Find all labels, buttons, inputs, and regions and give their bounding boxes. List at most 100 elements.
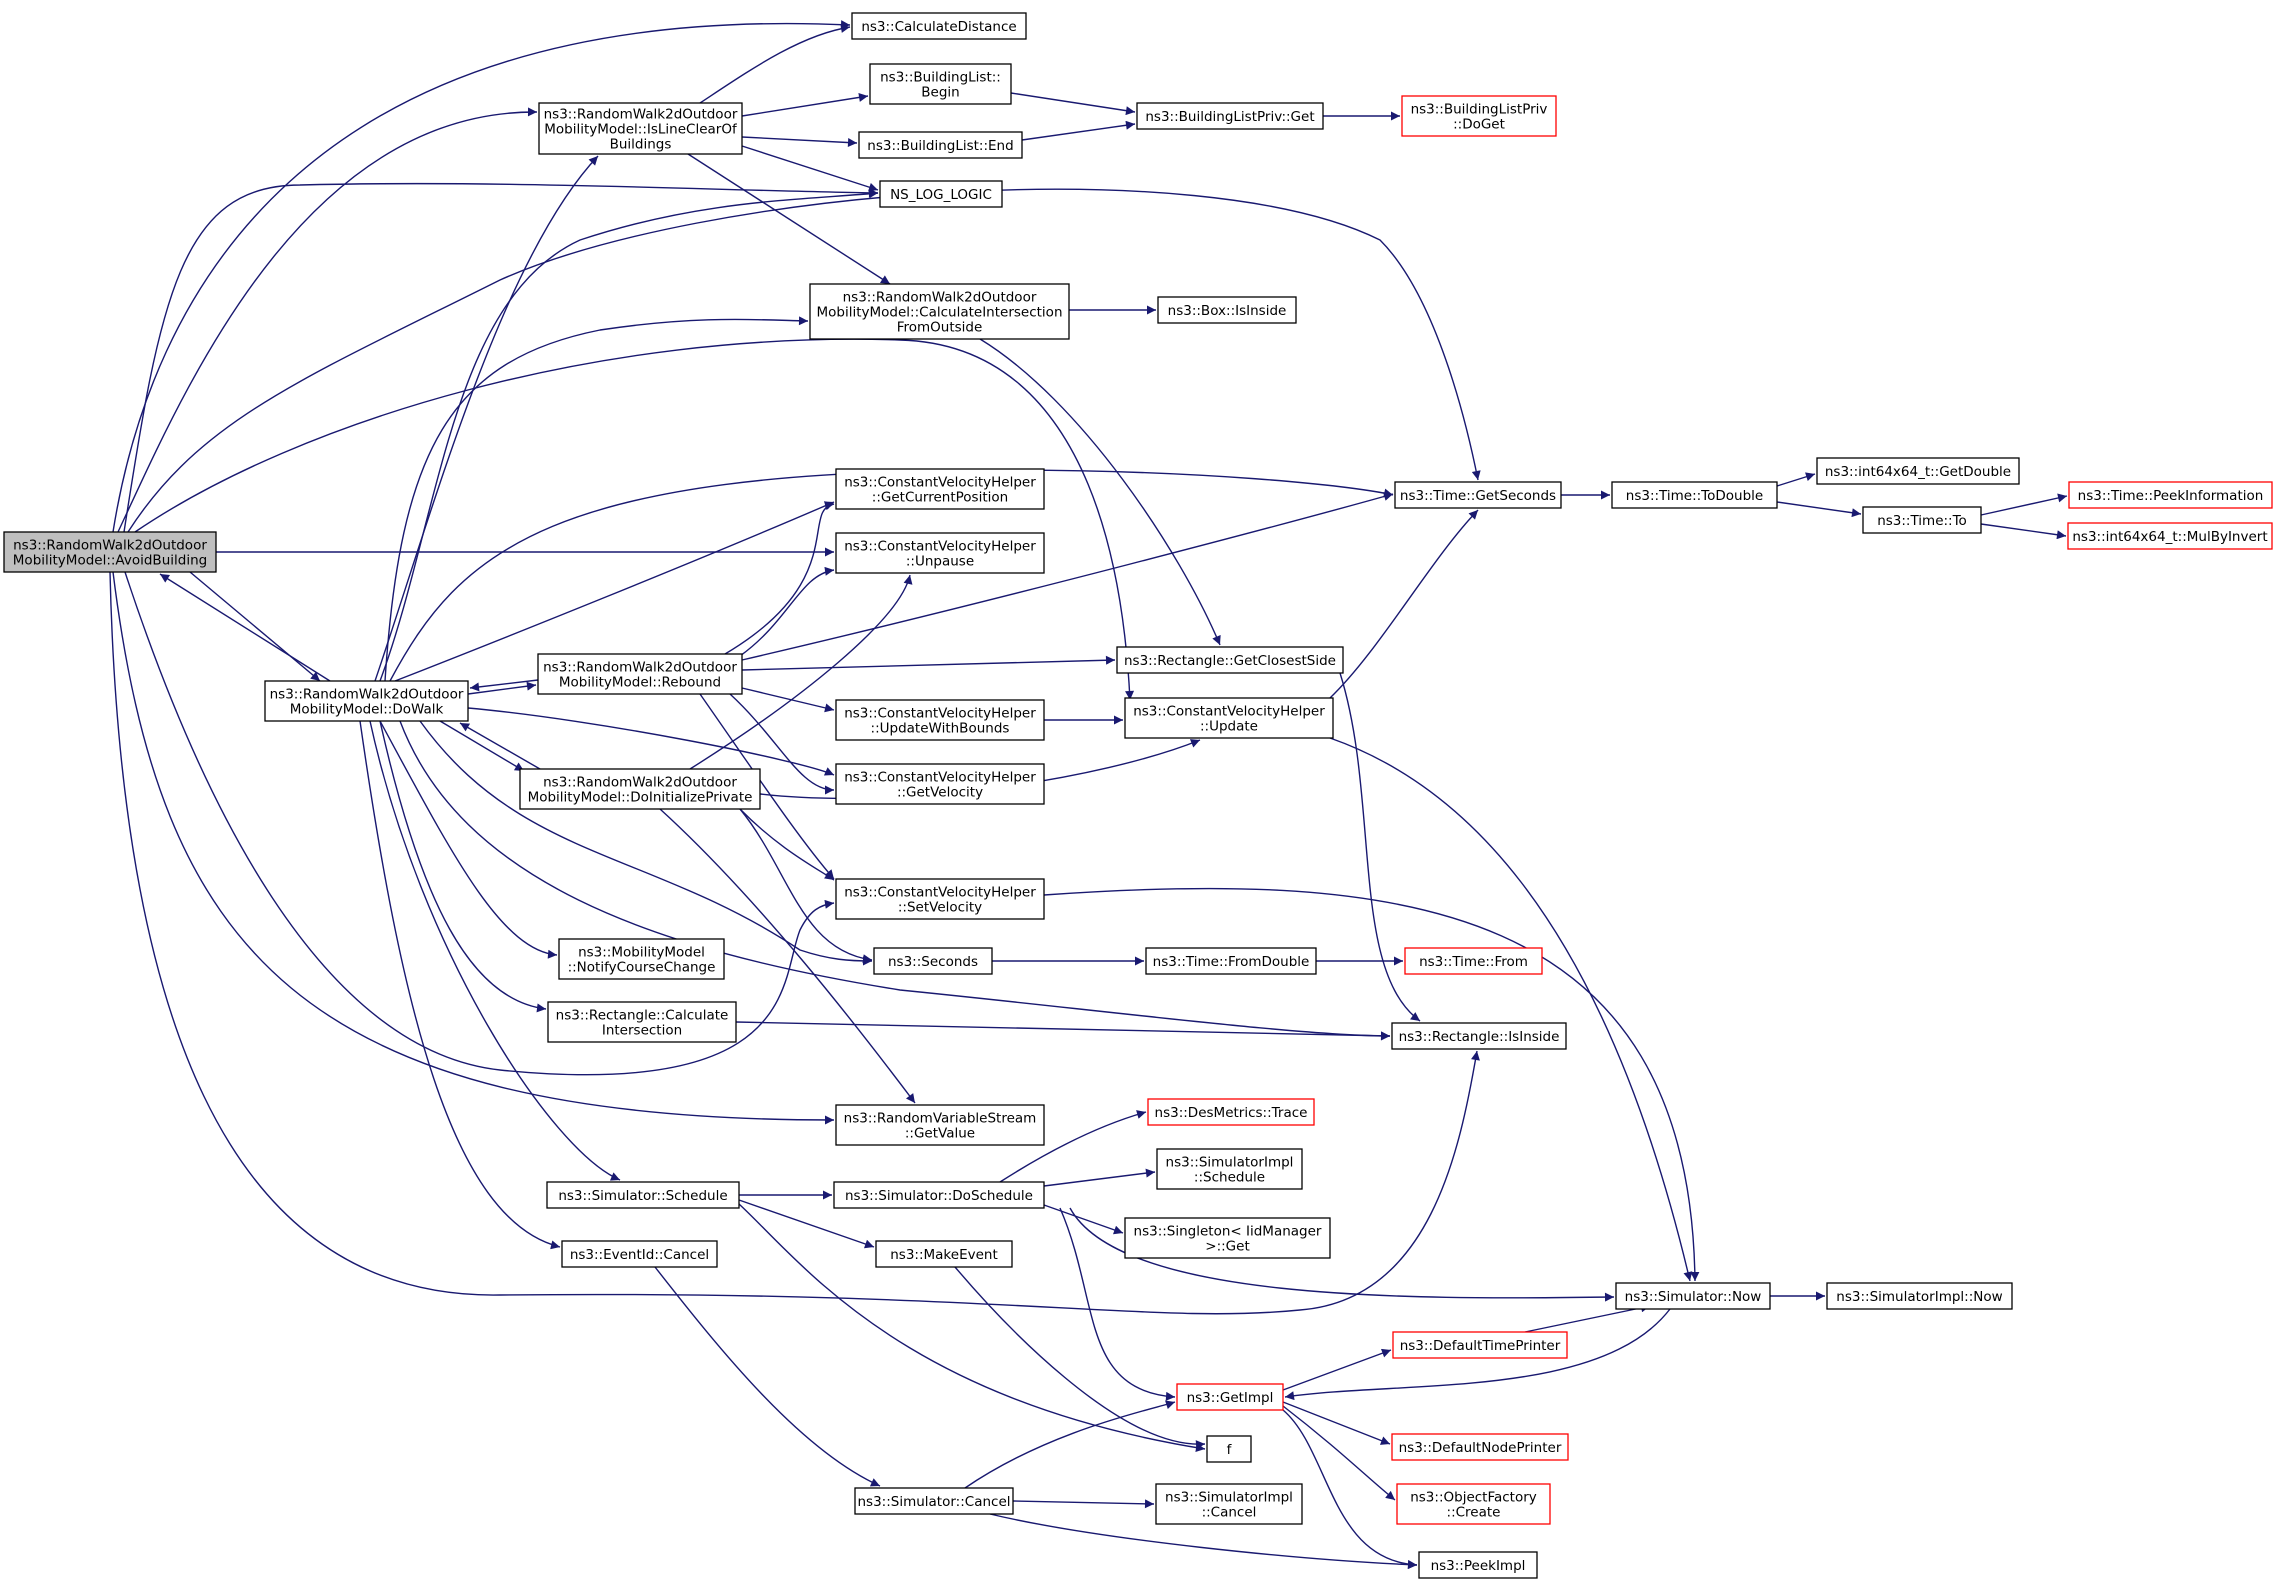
call-edge-avoid-to-getseconds xyxy=(127,188,1481,533)
node-label-line: ::UpdateWithBounds xyxy=(871,721,1010,737)
graph-node-calcinter[interactable]: ns3::RandomWalk2dOutdoorMobilityModel::C… xyxy=(809,283,1070,340)
call-edge-simnow-to-getimpl xyxy=(1284,1308,1671,1401)
call-edge-todouble-to-timeto xyxy=(1776,501,1862,518)
graph-node-peekinfo[interactable]: ns3::Time::PeekInformation xyxy=(2068,481,2273,509)
graph-node-objfactory[interactable]: ns3::ObjectFactory::Create xyxy=(1396,1483,1551,1525)
call-edge-dowalk-to-getcurpos xyxy=(394,501,835,682)
graph-node-fromdouble[interactable]: ns3::Time::FromDouble xyxy=(1145,947,1317,975)
graph-node-updbounds[interactable]: ns3::ConstantVelocityHelper::UpdateWithB… xyxy=(835,699,1045,741)
call-edge-schedule-to-f xyxy=(738,1203,1206,1453)
call-edge-todouble-to-getdouble xyxy=(1776,472,1816,487)
graph-node-nslog[interactable]: NS_LOG_LOGIC xyxy=(879,180,1003,208)
node-label-line: MobilityModel::DoWalk xyxy=(290,702,444,718)
graph-node-calcdist[interactable]: ns3::CalculateDistance xyxy=(851,12,1027,40)
graph-node-getseconds[interactable]: ns3::Time::GetSeconds xyxy=(1394,481,1562,509)
node-label-line: ns3::ConstantVelocityHelper xyxy=(844,539,1036,555)
call-edge-cvupdate-to-simnow xyxy=(1329,737,1693,1282)
call-edge-dowalk-to-rebound xyxy=(467,681,537,695)
node-label-line: ns3::Time::PeekInformation xyxy=(2078,488,2264,504)
call-edge-rectcalc-to-rectinside xyxy=(735,1021,1391,1041)
node-box xyxy=(879,180,1003,208)
call-edge-avoid-to-cvupdate xyxy=(134,338,1135,701)
call-edge-dowalk-to-schedule xyxy=(369,720,621,1181)
call-edge-doinit-to-getvalue xyxy=(659,808,916,1104)
graph-node-getvalue[interactable]: ns3::RandomVariableStream::GetValue xyxy=(835,1104,1045,1146)
graph-node-dowalk[interactable]: ns3::RandomWalk2dOutdoorMobilityModel::D… xyxy=(264,680,469,722)
graph-node-deftimeprinter[interactable]: ns3::DefaultTimePrinter xyxy=(1392,1331,1568,1359)
graph-node-boxinside[interactable]: ns3::Box::IsInside xyxy=(1157,296,1297,324)
graph-node-getvel[interactable]: ns3::ConstantVelocityHelper::GetVelocity xyxy=(835,763,1045,805)
graph-node-simimplnow[interactable]: ns3::SimulatorImpl::Now xyxy=(1826,1282,2013,1310)
graph-node-rebound[interactable]: ns3::RandomWalk2dOutdoorMobilityModel::R… xyxy=(537,653,743,695)
graph-node-evcancel[interactable]: ns3::EventId::Cancel xyxy=(561,1240,718,1268)
graph-node-rectcalc[interactable]: ns3::Rectangle::CalculateIntersection xyxy=(547,1001,737,1043)
node-box xyxy=(835,878,1045,920)
graph-node-closestside[interactable]: ns3::Rectangle::GetClosestSide xyxy=(1116,646,1344,674)
graph-node-unpause[interactable]: ns3::ConstantVelocityHelper::Unpause xyxy=(835,532,1045,574)
node-label-line: ns3::BuildingList::End xyxy=(867,138,1013,154)
node-box xyxy=(1155,1483,1303,1525)
node-box xyxy=(809,283,1070,340)
call-edges xyxy=(109,20,2068,1570)
graph-node-cvupdate[interactable]: ns3::ConstantVelocityHelper::Update xyxy=(1124,697,1334,739)
graph-node-timefrom[interactable]: ns3::Time::From xyxy=(1404,947,1543,975)
call-edge-avoid-to-calcdist xyxy=(112,20,851,533)
node-label-line: ns3::MobilityModel xyxy=(578,945,705,961)
graph-node-avoid[interactable]: ns3::RandomWalk2dOutdoorMobilityModel::A… xyxy=(3,531,217,573)
node-label-line: ns3::ConstantVelocityHelper xyxy=(1133,704,1325,720)
call-edge-avoid-to-rectinside xyxy=(109,571,1480,1315)
graph-node-schedule[interactable]: ns3::Simulator::Schedule xyxy=(546,1181,740,1209)
node-label-line: ::DoGet xyxy=(1453,117,1505,133)
node-label-line: ns3::ConstantVelocityHelper xyxy=(844,770,1036,786)
node-label-line: MobilityModel::IsLineClearOf xyxy=(544,122,738,138)
graph-node-mulbyinv[interactable]: ns3::int64x64_t::MulByInvert xyxy=(2067,522,2273,550)
node-label-line: ns3::int64x64_t::MulByInvert xyxy=(2072,529,2267,545)
graph-node-todouble[interactable]: ns3::Time::ToDouble xyxy=(1611,481,1778,509)
node-box xyxy=(1391,1022,1567,1050)
graph-node-setvel[interactable]: ns3::ConstantVelocityHelper::SetVelocity xyxy=(835,878,1045,920)
graph-node-defnodeprinter[interactable]: ns3::DefaultNodePrinter xyxy=(1391,1433,1569,1461)
call-edge-schedule-to-makeevent xyxy=(738,1199,875,1249)
graph-node-blbegin[interactable]: ns3::BuildingList::Begin xyxy=(869,63,1012,105)
graph-node-islineclear[interactable]: ns3::RandomWalk2dOutdoorMobilityModel::I… xyxy=(538,102,743,155)
graph-node-seconds[interactable]: ns3::Seconds xyxy=(873,947,993,975)
call-edge-simcancel-to-peekimpl xyxy=(989,1513,1418,1570)
graph-node-timeto[interactable]: ns3::Time::To xyxy=(1862,506,1982,534)
graph-node-f[interactable]: f xyxy=(1206,1435,1252,1463)
node-label-line: MobilityModel::DoInitializePrivate xyxy=(528,790,753,806)
graph-node-simcancel[interactable]: ns3::Simulator::Cancel xyxy=(854,1487,1014,1515)
graph-node-doinit[interactable]: ns3::RandomWalk2dOutdoorMobilityModel::D… xyxy=(519,768,761,810)
call-edge-timeto-to-mulbyinv xyxy=(1980,523,2067,540)
graph-node-blend[interactable]: ns3::BuildingList::End xyxy=(858,131,1023,159)
graph-node-notify[interactable]: ns3::MobilityModel::NotifyCourseChange xyxy=(558,938,725,980)
graph-node-peekimpl[interactable]: ns3::PeekImpl xyxy=(1418,1551,1538,1579)
graph-node-simnow[interactable]: ns3::Simulator::Now xyxy=(1615,1282,1771,1310)
graph-node-getimpl[interactable]: ns3::GetImpl xyxy=(1176,1383,1284,1411)
graph-node-makeevent[interactable]: ns3::MakeEvent xyxy=(875,1240,1013,1268)
node-label-line: ns3::ObjectFactory xyxy=(1410,1490,1537,1506)
graph-node-getdouble[interactable]: ns3::int64x64_t::GetDouble xyxy=(1816,457,2020,485)
call-edge-avoid-to-islineclear xyxy=(117,107,538,533)
graph-node-doschedule[interactable]: ns3::Simulator::DoSchedule xyxy=(833,1181,1045,1209)
node-box xyxy=(1206,1435,1252,1463)
graph-node-blpdoget[interactable]: ns3::BuildingListPriv::DoGet xyxy=(1401,95,1557,137)
node-label-line: ns3::int64x64_t::GetDouble xyxy=(1825,464,2011,480)
node-label-line: ns3::EventId::Cancel xyxy=(570,1247,709,1263)
node-box xyxy=(1862,506,1982,534)
node-box xyxy=(1615,1282,1771,1310)
call-edge-getimpl-to-deftimeprinter xyxy=(1282,1348,1392,1391)
graph-node-rectinside[interactable]: ns3::Rectangle::IsInside xyxy=(1391,1022,1567,1050)
graph-node-singleton[interactable]: ns3::Singleton< IidManager>::Get xyxy=(1124,1217,1331,1259)
graph-node-getcurpos[interactable]: ns3::ConstantVelocityHelper::GetCurrentP… xyxy=(835,468,1045,510)
node-box xyxy=(519,768,761,810)
graph-node-desmetrics[interactable]: ns3::DesMetrics::Trace xyxy=(1147,1098,1315,1126)
graph-node-simimplsched[interactable]: ns3::SimulatorImpl::Schedule xyxy=(1156,1148,1303,1190)
node-label-line: ns3::DefaultTimePrinter xyxy=(1400,1338,1561,1354)
node-box xyxy=(546,1181,740,1209)
node-box xyxy=(1816,457,2020,485)
node-box xyxy=(1401,95,1557,137)
graph-node-simimplcancel[interactable]: ns3::SimulatorImpl::Cancel xyxy=(1155,1483,1303,1525)
graph-node-blpget[interactable]: ns3::BuildingListPriv::Get xyxy=(1136,102,1324,130)
node-box xyxy=(851,12,1027,40)
call-edge-doinit-to-unpause xyxy=(689,574,913,770)
